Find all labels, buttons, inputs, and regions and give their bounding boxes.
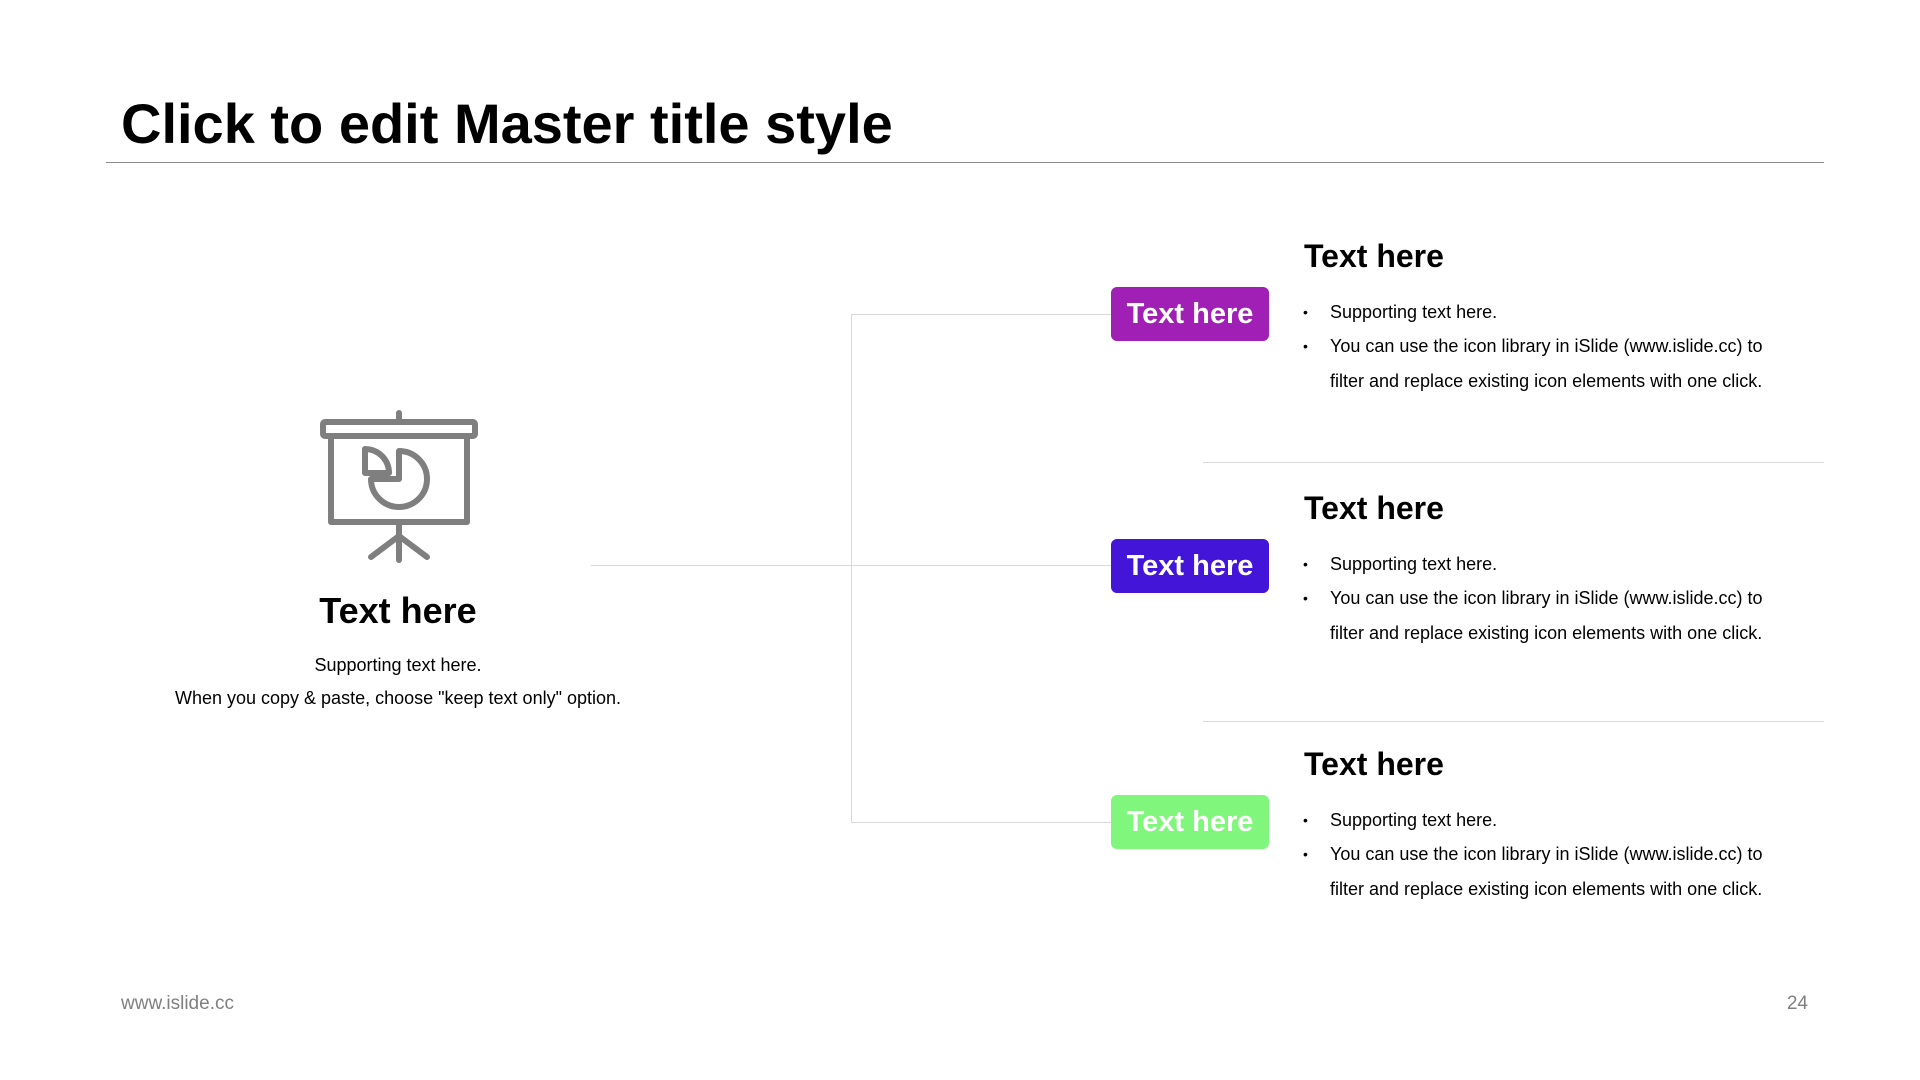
item-2-heading[interactable]: Text here — [1304, 490, 1444, 526]
item-divider-2 — [1203, 721, 1824, 722]
connector-branch-3 — [851, 822, 1111, 823]
left-heading[interactable]: Text here — [319, 590, 477, 631]
badge-3[interactable]: Text here — [1111, 795, 1269, 849]
item-1-bullet-2-line-1[interactable]: You can use the icon library in iSlide (… — [1330, 336, 1763, 356]
item-3-bullet-1[interactable]: Supporting text here. — [1330, 810, 1498, 830]
connector-vertical — [851, 314, 852, 823]
slide-title[interactable]: Click to edit Master title style — [121, 92, 893, 155]
footer-url: www.islide.cc — [121, 993, 234, 1014]
item-2-bullet-2-line-1[interactable]: You can use the icon library in iSlide (… — [1330, 588, 1763, 608]
title-divider — [106, 162, 1824, 163]
presentation-pie-chart-icon — [315, 405, 483, 573]
bullet-dot: • — [1303, 846, 1308, 862]
item-2-bullet-1[interactable]: Supporting text here. — [1330, 554, 1498, 574]
bullet-dot: • — [1303, 556, 1308, 572]
item-1-bullet-1[interactable]: Supporting text here. — [1330, 302, 1498, 322]
left-supporting-text-2[interactable]: When you copy & paste, choose "keep text… — [174, 688, 622, 708]
item-3-heading[interactable]: Text here — [1304, 746, 1444, 782]
item-3-bullet-2-line-1[interactable]: You can use the icon library in iSlide (… — [1330, 844, 1763, 864]
bullet-dot: • — [1303, 338, 1308, 354]
item-divider-1 — [1203, 462, 1824, 463]
left-supporting-text[interactable]: Supporting text here. — [314, 655, 482, 675]
bullet-dot: • — [1303, 812, 1308, 828]
item-1-bullet-2-line-2[interactable]: filter and replace existing icon element… — [1330, 371, 1763, 391]
bullet-dot: • — [1303, 590, 1308, 606]
page-number: 24 — [1786, 993, 1808, 1014]
connector-branch-1 — [851, 314, 1111, 315]
item-3-bullet-2-line-2[interactable]: filter and replace existing icon element… — [1330, 879, 1763, 899]
item-2-bullet-2-line-2[interactable]: filter and replace existing icon element… — [1330, 623, 1763, 643]
badge-2[interactable]: Text here — [1111, 539, 1269, 593]
bullet-dot: • — [1303, 304, 1308, 320]
badge-1[interactable]: Text here — [1111, 287, 1269, 341]
item-1-heading[interactable]: Text here — [1304, 238, 1444, 274]
